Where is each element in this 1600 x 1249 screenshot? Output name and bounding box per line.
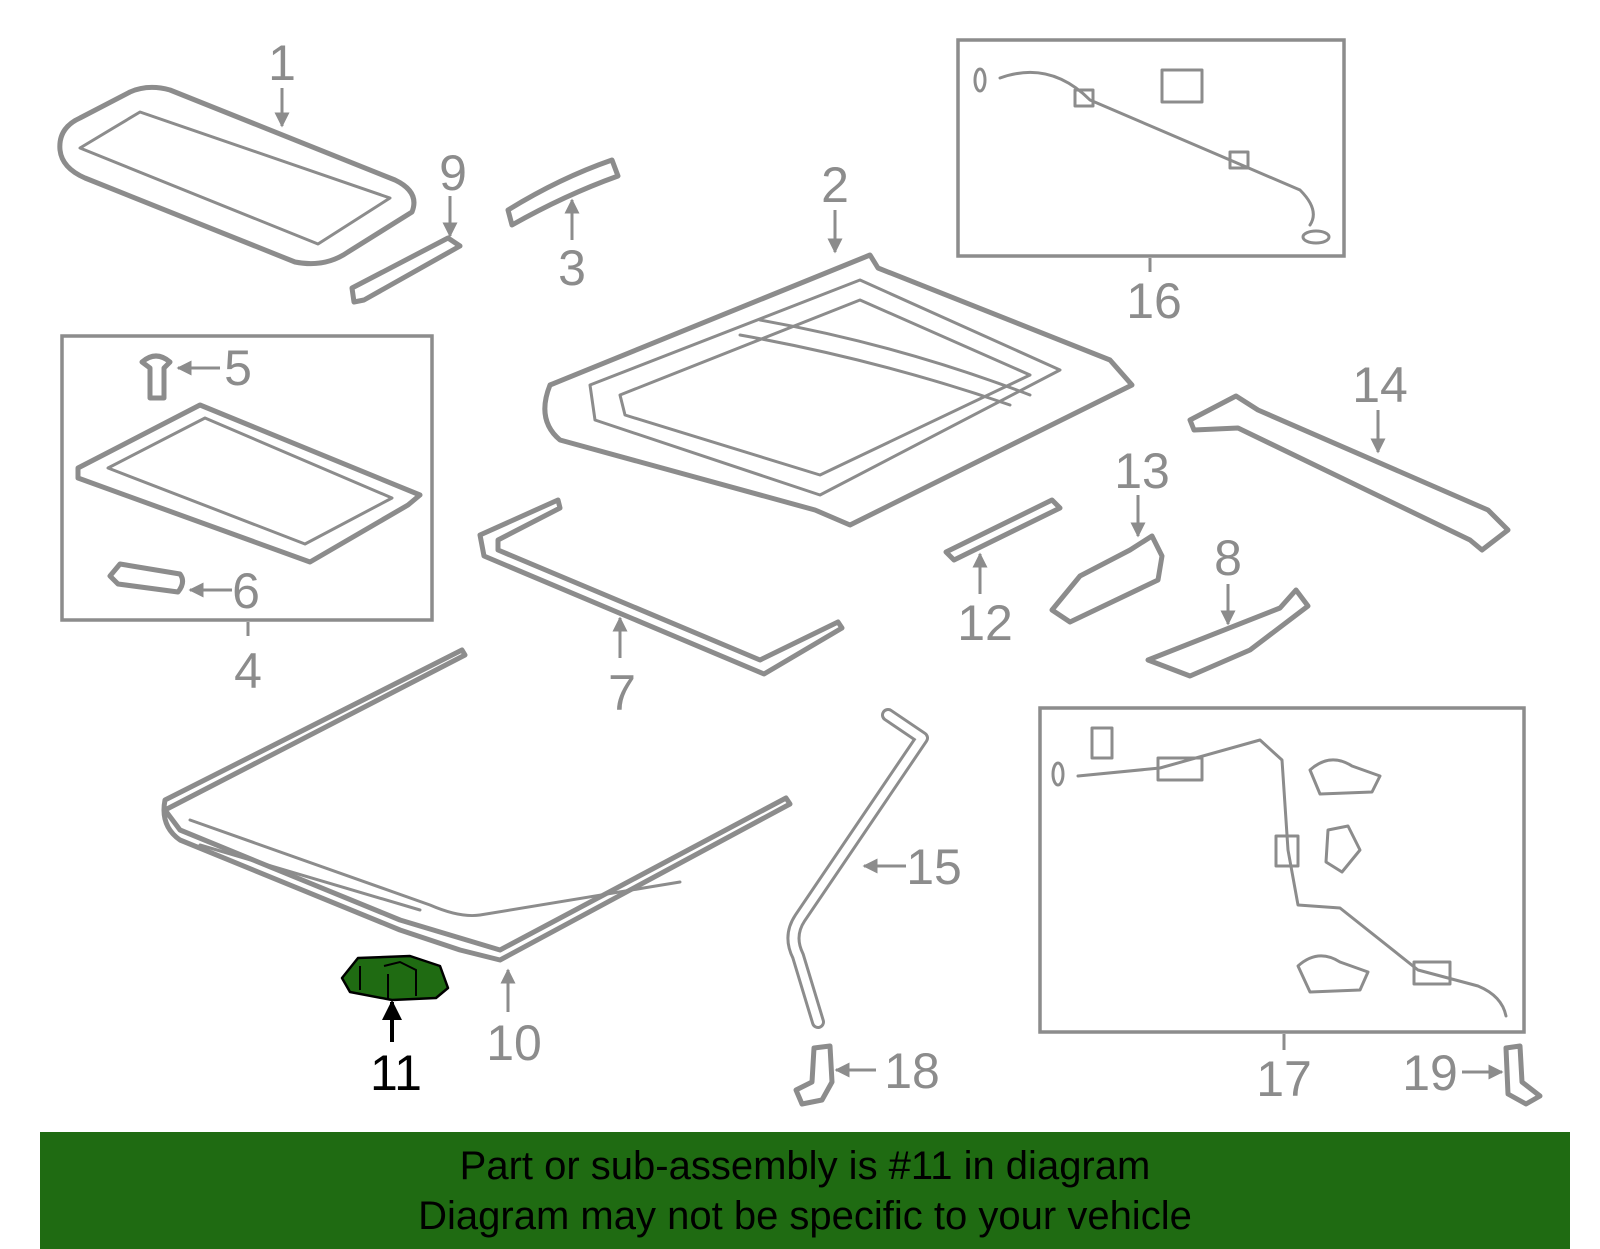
callout-1: 1 xyxy=(268,35,296,91)
part-12-bracket[interactable] xyxy=(943,497,1063,563)
callout-17: 17 xyxy=(1256,1051,1312,1107)
part-15-drain-hose[interactable] xyxy=(786,708,929,1029)
callout-5: 5 xyxy=(224,340,252,396)
part-9-seal-strip[interactable] xyxy=(349,235,463,305)
box-4 xyxy=(60,334,434,622)
parts-diagram: 1 9 3 2 16 5 6 xyxy=(57,35,1543,1107)
banner-line-1: Part or sub-assembly is #11 in diagram xyxy=(459,1144,1151,1188)
callout-13: 13 xyxy=(1114,443,1170,499)
part-5-screw[interactable] xyxy=(139,353,173,401)
box-17 xyxy=(1038,706,1526,1034)
callout-9: 9 xyxy=(439,145,467,201)
callout-19: 19 xyxy=(1402,1045,1458,1101)
part-18-clip[interactable] xyxy=(793,1043,835,1107)
part-3-wind-deflector[interactable] xyxy=(505,157,621,228)
callout-3: 3 xyxy=(558,240,586,296)
callout-11: 11 xyxy=(370,1045,422,1101)
box-16 xyxy=(956,38,1346,258)
part-11-motor-highlighted[interactable] xyxy=(340,954,450,1002)
part-17-drain-hose-rear[interactable] xyxy=(1051,726,1508,1018)
callout-2: 2 xyxy=(821,157,849,213)
callout-16: 16 xyxy=(1126,273,1182,329)
info-banner: Part or sub-assembly is #11 in diagram D… xyxy=(40,1132,1570,1249)
callout-12: 12 xyxy=(957,595,1013,651)
callout-10: 10 xyxy=(486,1015,542,1071)
callout-7: 7 xyxy=(608,665,636,721)
callout-14: 14 xyxy=(1352,357,1408,413)
part-8-bracket[interactable] xyxy=(1145,587,1311,679)
callout-18: 18 xyxy=(884,1043,940,1099)
part-4-sunshade[interactable] xyxy=(75,402,423,565)
part-7-weatherstrip[interactable] xyxy=(477,497,845,677)
callout-8: 8 xyxy=(1214,530,1242,586)
part-10-track-assembly[interactable] xyxy=(161,647,793,963)
part-6-handle[interactable] xyxy=(107,561,186,595)
callout-6: 6 xyxy=(232,563,260,619)
callout-15: 15 xyxy=(906,839,962,895)
part-2-sunroof-frame[interactable] xyxy=(542,252,1135,528)
callout-4: 4 xyxy=(234,643,262,699)
part-19-clip[interactable] xyxy=(1503,1043,1543,1107)
part-13-bracket[interactable] xyxy=(1049,533,1165,625)
part-14-rail[interactable] xyxy=(1187,393,1511,553)
part-16-drain-hose-front[interactable] xyxy=(973,67,1331,245)
banner-line-2: Diagram may not be specific to your vehi… xyxy=(418,1194,1192,1238)
part-1-glass-panel[interactable] xyxy=(57,84,417,267)
